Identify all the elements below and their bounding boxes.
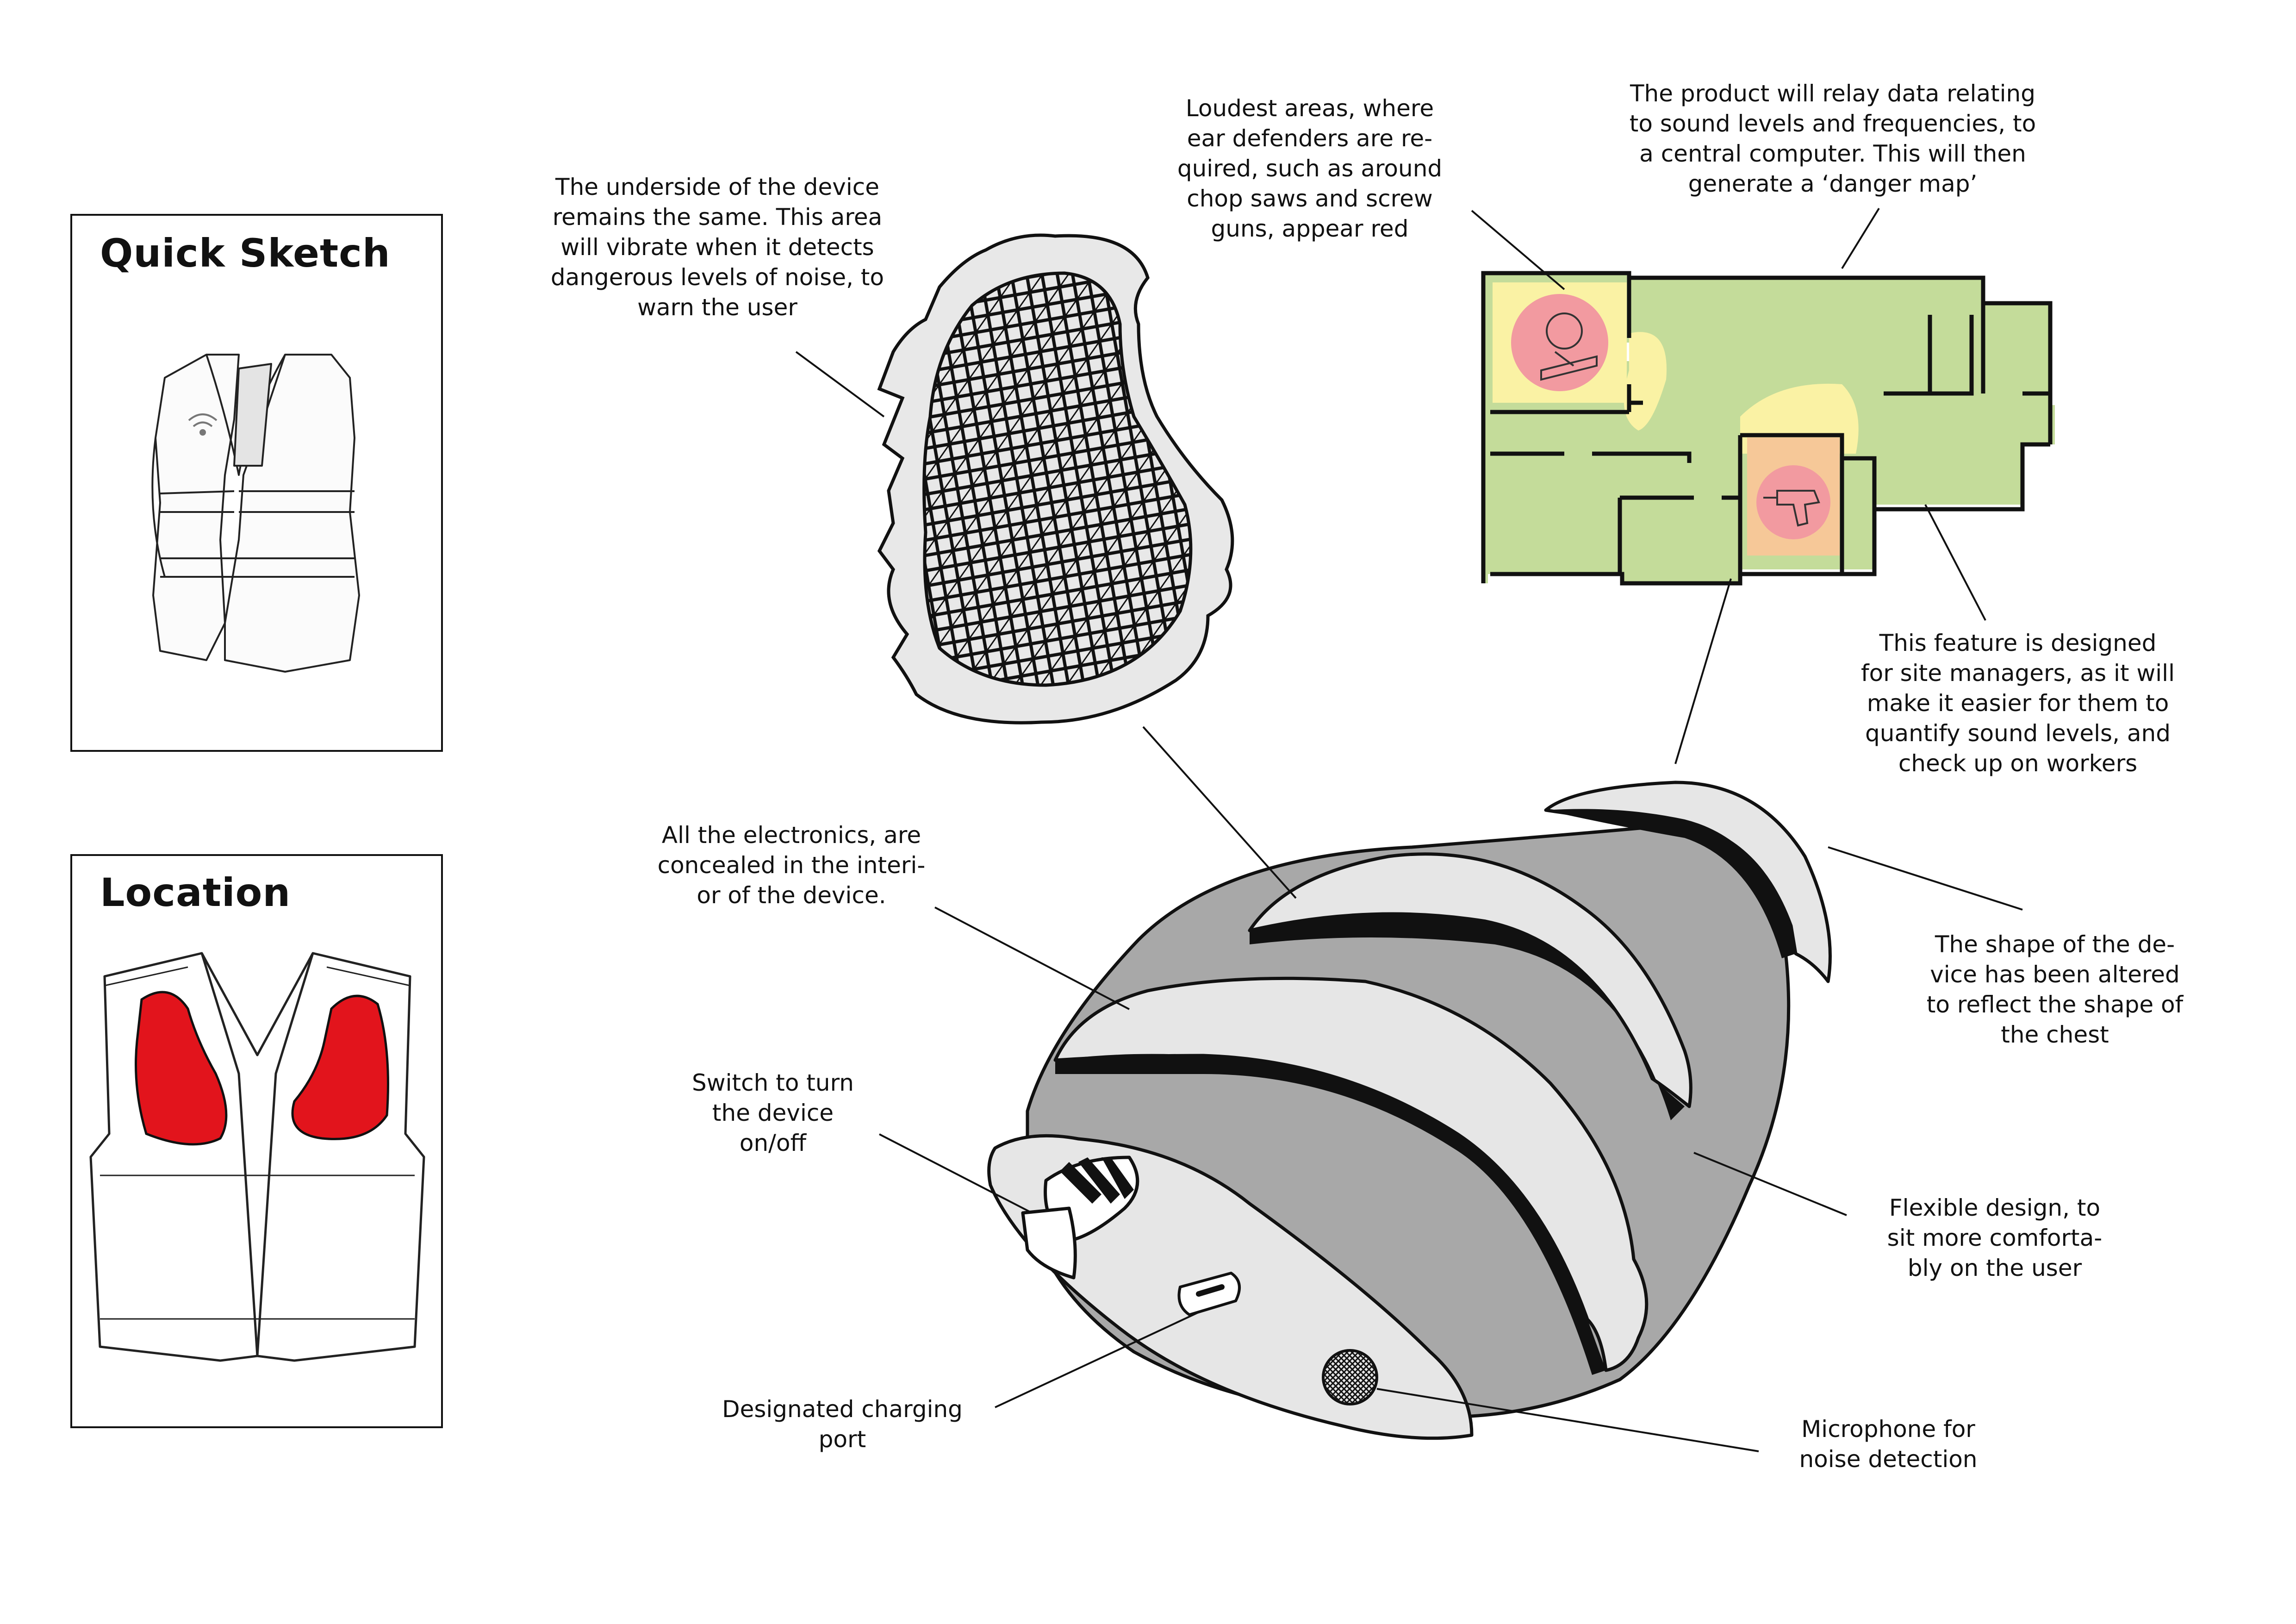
device-main-view — [989, 782, 1830, 1438]
microphone-grille-icon — [1323, 1350, 1377, 1404]
annotation-loudest-areas: Loudest areas, where ear defenders are r… — [1143, 94, 1476, 244]
annotation-relay-data: The product will relay data relating to … — [1592, 79, 2073, 199]
annotation-underside: The underside of the device remains the … — [528, 172, 907, 323]
annotation-shape-altered: The shape of the de- vice has been alter… — [1893, 930, 2217, 1050]
annotation-microphone: Microphone for noise detection — [1759, 1414, 2018, 1474]
annotation-site-managers: This feature is designed for site manage… — [1819, 628, 2217, 779]
annotation-electronics: All the electronics, are concealed in th… — [625, 820, 958, 911]
device-switch-icon — [1023, 1208, 1075, 1278]
danger-map — [1483, 273, 2055, 583]
device-underside — [879, 235, 1232, 723]
annotation-switch: Switch to turn the device on/off — [662, 1068, 884, 1158]
annotation-charging: Designated charging port — [694, 1394, 990, 1455]
annotation-flexible: Flexible design, to sit more comforta- b… — [1847, 1193, 2143, 1283]
map-hotspot-saw — [1511, 294, 1608, 391]
